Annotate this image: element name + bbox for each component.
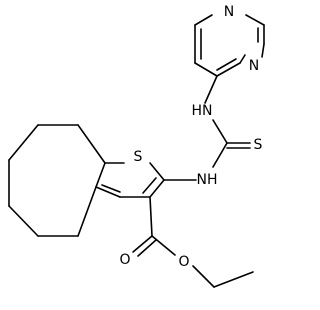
thiourea-nh-lower-label: NH [197,172,218,188]
pyrazine-ring [194,14,265,77]
bond [95,162,106,188]
bond [204,75,218,104]
bond [245,14,265,26]
bond [194,14,213,26]
bond [213,271,254,288]
bond [149,179,165,198]
bond [77,124,106,164]
bond [149,196,153,237]
thiophene-ring [95,162,165,198]
bond [149,162,165,181]
thiourea-s-label: S [254,137,263,153]
bond [101,184,121,193]
pyrazine-n-bottom-label: N [249,58,259,74]
thiophene-s-label: S [134,149,143,165]
bond [212,142,228,168]
thiourea-group [212,119,251,168]
bond [212,119,228,144]
bond [216,62,241,77]
bond [77,186,97,237]
atom-labels: N N HN S S NH O O [119,4,262,270]
ester-carbonyl-o-label: O [119,252,130,268]
ester-ether-o-label: O [178,254,189,270]
cyclooctane-ring [8,124,106,237]
ethyl-ester [132,196,254,288]
bond [142,177,157,194]
bond [137,239,157,257]
bond [95,186,121,198]
bond [239,54,246,64]
bond [8,124,39,161]
bond [216,58,237,71]
bond [8,205,39,237]
bond [151,235,176,256]
structure-drawing: N N HN S S NH O O [8,4,265,288]
bond [194,62,218,77]
bond [132,235,153,253]
bond [192,265,215,288]
pyrazine-n-top-label: N [224,4,234,20]
bond [261,43,265,58]
molecule-canvas: N N HN S S NH O O [8,4,265,288]
thiourea-nh-upper-label: HN [192,103,213,119]
